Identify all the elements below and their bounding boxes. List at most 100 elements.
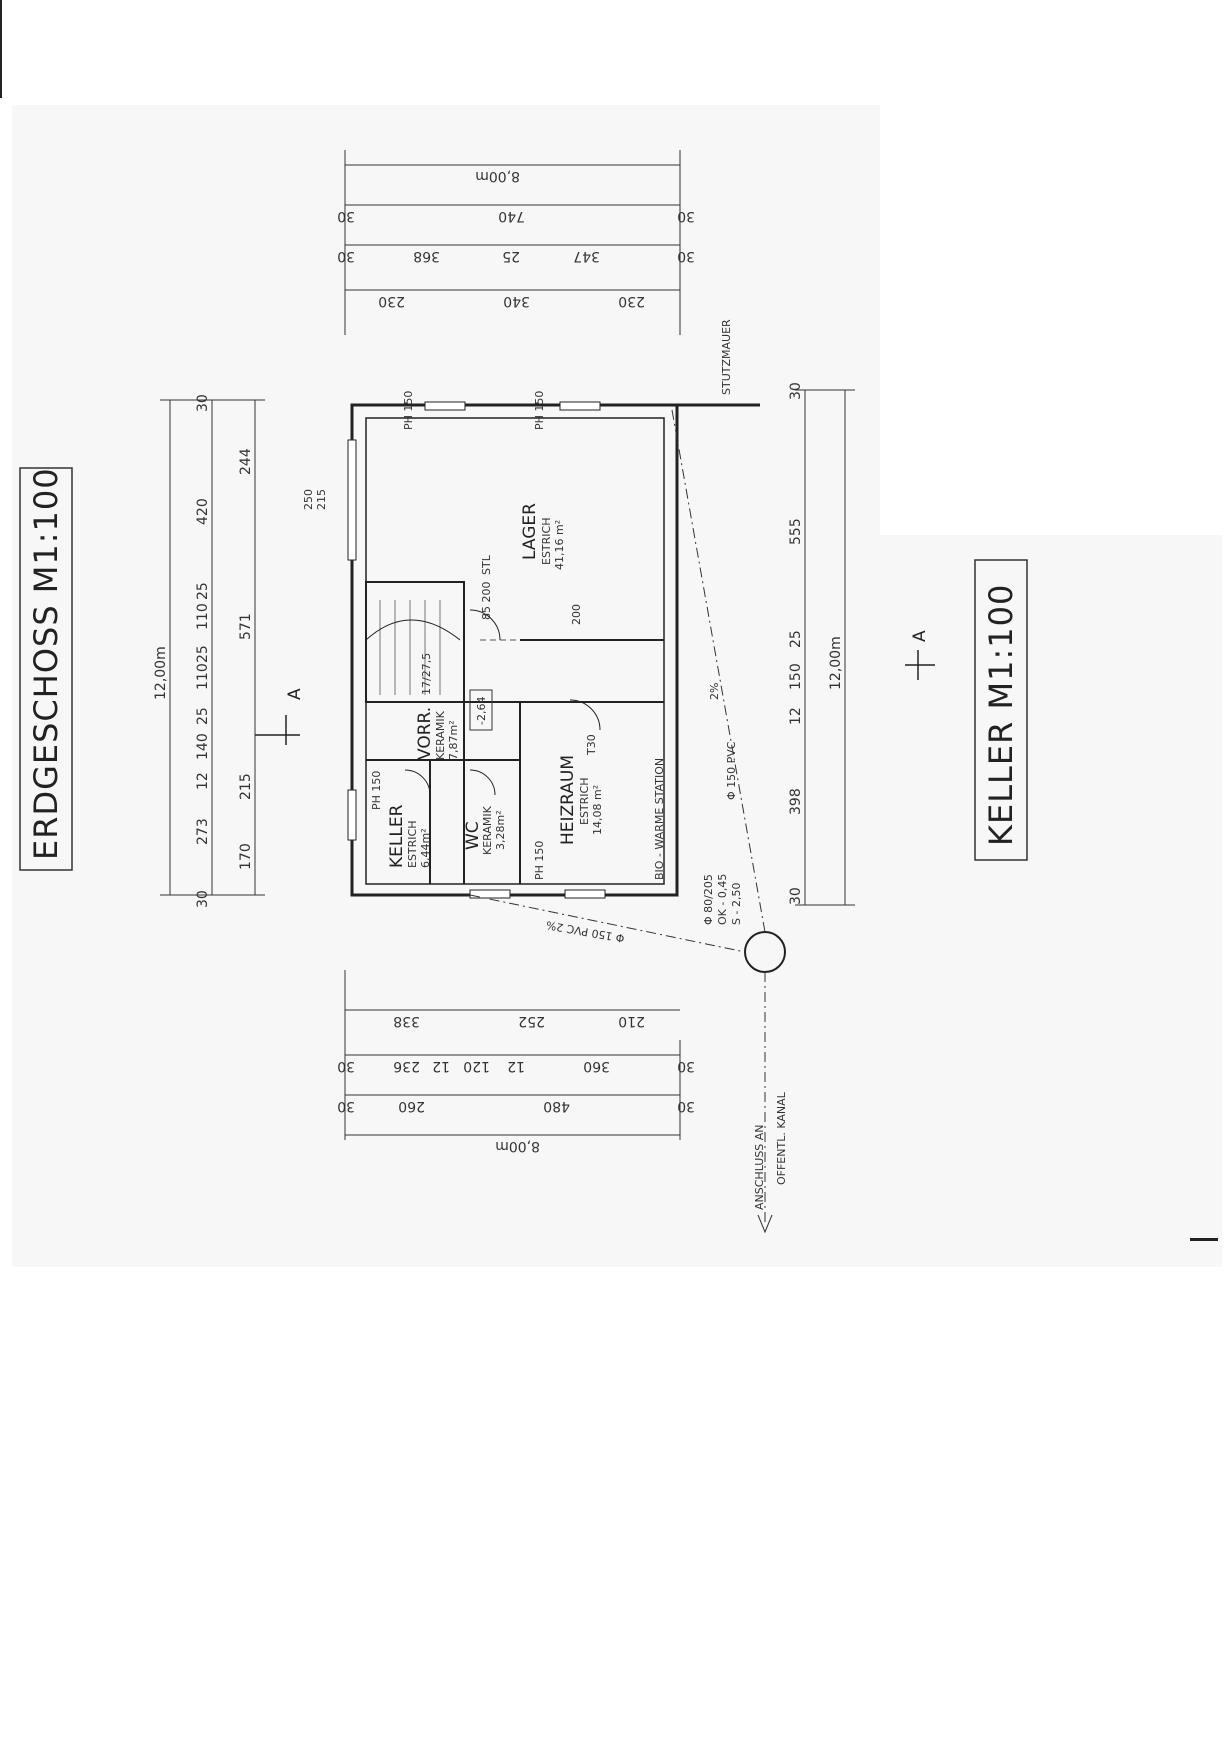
stutzmauer-label: STUTZMAUER	[720, 319, 733, 395]
door-85-200: 85 200	[480, 582, 493, 621]
left-r2-3: 244	[238, 448, 254, 475]
top-r2-4: 30	[677, 248, 695, 264]
level-label: -2,64	[475, 697, 488, 725]
bottom-r3-2: 210	[618, 1013, 645, 1029]
top-dimensions	[344, 150, 681, 335]
right-r-3: 150	[788, 663, 804, 690]
section-marker-right: A	[910, 630, 930, 642]
bottom-r2-5: 360	[583, 1058, 610, 1074]
top-r1-1: 740	[498, 208, 525, 224]
manhole-label-2: OK - 0,45	[716, 874, 729, 925]
door-200: 200	[570, 604, 583, 625]
building-walls	[347, 401, 760, 899]
pipe-line-2	[469, 894, 746, 953]
room-area: 3,28m²	[494, 810, 507, 850]
arrow-down-icon	[757, 1214, 773, 1234]
ml-250: 250	[302, 489, 315, 510]
right-r-6: 30	[788, 382, 804, 400]
bottom-dimensions	[344, 970, 681, 1140]
right-total: 12,00m	[828, 636, 844, 690]
ph-label-3: PH 150	[533, 841, 546, 880]
room-name: KELLER	[387, 804, 407, 868]
left-r2-2: 571	[238, 613, 254, 640]
room-floor: ESTRICH	[578, 778, 591, 826]
room-name: VORR.	[415, 707, 435, 760]
stl-label: STL	[480, 554, 493, 575]
left-r1-8: 25	[195, 582, 211, 600]
room-name: HEIZRAUM	[558, 755, 578, 845]
bottom-r1-1: 260	[398, 1098, 425, 1114]
section-marker-left: A	[285, 688, 305, 700]
top-r2-3: 347	[573, 248, 600, 264]
left-r1-3: 140	[195, 733, 211, 760]
stair-label: 17/27,5	[420, 653, 433, 695]
top-r3-1: 340	[503, 293, 530, 309]
right-r-4: 25	[788, 630, 804, 648]
room-area: 6,44m²	[419, 828, 432, 868]
top-r3-0: 230	[378, 293, 405, 309]
ph-label-2: PH 150	[533, 391, 546, 430]
t30-label: T30	[585, 734, 598, 756]
top-r1-0: 30	[337, 208, 355, 224]
bottom-r2-1: 236	[393, 1058, 420, 1074]
ph-label-4: PH 150	[370, 771, 383, 810]
paper-torn-corner	[880, 105, 1227, 535]
left-r2-0: 170	[238, 843, 254, 870]
top-total: 8,00m	[475, 168, 520, 184]
right-r-5: 555	[788, 518, 804, 545]
room-floor: ESTRICH	[540, 518, 553, 566]
left-r1-0: 30	[195, 890, 211, 908]
bottom-r2-4: 12	[507, 1058, 525, 1074]
erdgeschoss-title: ERDGESCHOSS M1:100	[27, 467, 65, 860]
pipe-line-1	[671, 409, 766, 933]
level-box	[469, 689, 493, 731]
left-r1-1: 273	[195, 818, 211, 845]
bottom-total: 8,00m	[495, 1138, 540, 1154]
room-name: WC	[463, 821, 483, 850]
bottom-r2-6: 30	[677, 1058, 695, 1074]
left-r1-6: 25	[195, 645, 211, 663]
erdgeschoss-title-box	[19, 467, 73, 871]
bio-station-label: BIO - WARME STATION	[653, 758, 666, 880]
left-r1-7: 110	[195, 603, 211, 630]
top-r2-1: 368	[413, 248, 440, 264]
bottom-r1-2: 480	[543, 1098, 570, 1114]
room-name: LAGER	[520, 503, 540, 560]
room-keller: KELLER ESTRICH 6,44m²	[387, 804, 432, 868]
scan-edge-line	[0, 0, 2, 98]
top-r3-2: 230	[618, 293, 645, 309]
manhole-label-1: Φ 80/205	[702, 874, 715, 925]
room-floor: KERAMIK	[481, 805, 494, 855]
left-r2-1: 215	[238, 773, 254, 800]
bottom-r2-0: 30	[337, 1058, 355, 1074]
left-total: 12,00m	[153, 646, 169, 700]
manhole-icon	[744, 931, 786, 973]
bottom-r3-0: 338	[393, 1013, 420, 1029]
pvc-pct: 2%	[708, 683, 721, 700]
anschluss-label-1: ANSCHLUSS AN	[753, 1124, 766, 1210]
right-r-0: 30	[788, 887, 804, 905]
left-r1-4: 25	[195, 707, 211, 725]
right-dimensions	[795, 389, 855, 906]
left-r1-5: 110	[195, 663, 211, 690]
room-heizraum: HEIZRAUM ESTRICH 14,08 m²	[558, 755, 604, 845]
bottom-r1-3: 30	[677, 1098, 695, 1114]
keller-title-box	[974, 559, 1028, 861]
manhole-label-3: S - 2,50	[730, 883, 743, 925]
right-r-2: 12	[788, 707, 804, 725]
room-area: 14,08 m²	[591, 785, 604, 835]
pvc-label-2: Φ 150 PVC 2%	[545, 918, 625, 945]
room-area: 41,16 m²	[553, 520, 566, 570]
room-area: 7,87m²	[447, 720, 460, 760]
room-floor: ESTRICH	[406, 821, 419, 869]
pvc-label-1: Φ 150 PVC	[725, 741, 738, 800]
bottom-r2-2: 12	[432, 1058, 450, 1074]
room-floor: KERAMIK	[434, 710, 447, 760]
bottom-r2-3: 120	[463, 1058, 490, 1074]
room-wc: WC KERAMIK 3,28m²	[463, 805, 507, 855]
bottom-r1-0: 30	[337, 1098, 355, 1114]
left-dimensions	[160, 399, 265, 896]
left-r1-10: 30	[195, 394, 211, 412]
top-r2-2: 25	[502, 248, 520, 264]
top-r2-0: 30	[337, 248, 355, 264]
